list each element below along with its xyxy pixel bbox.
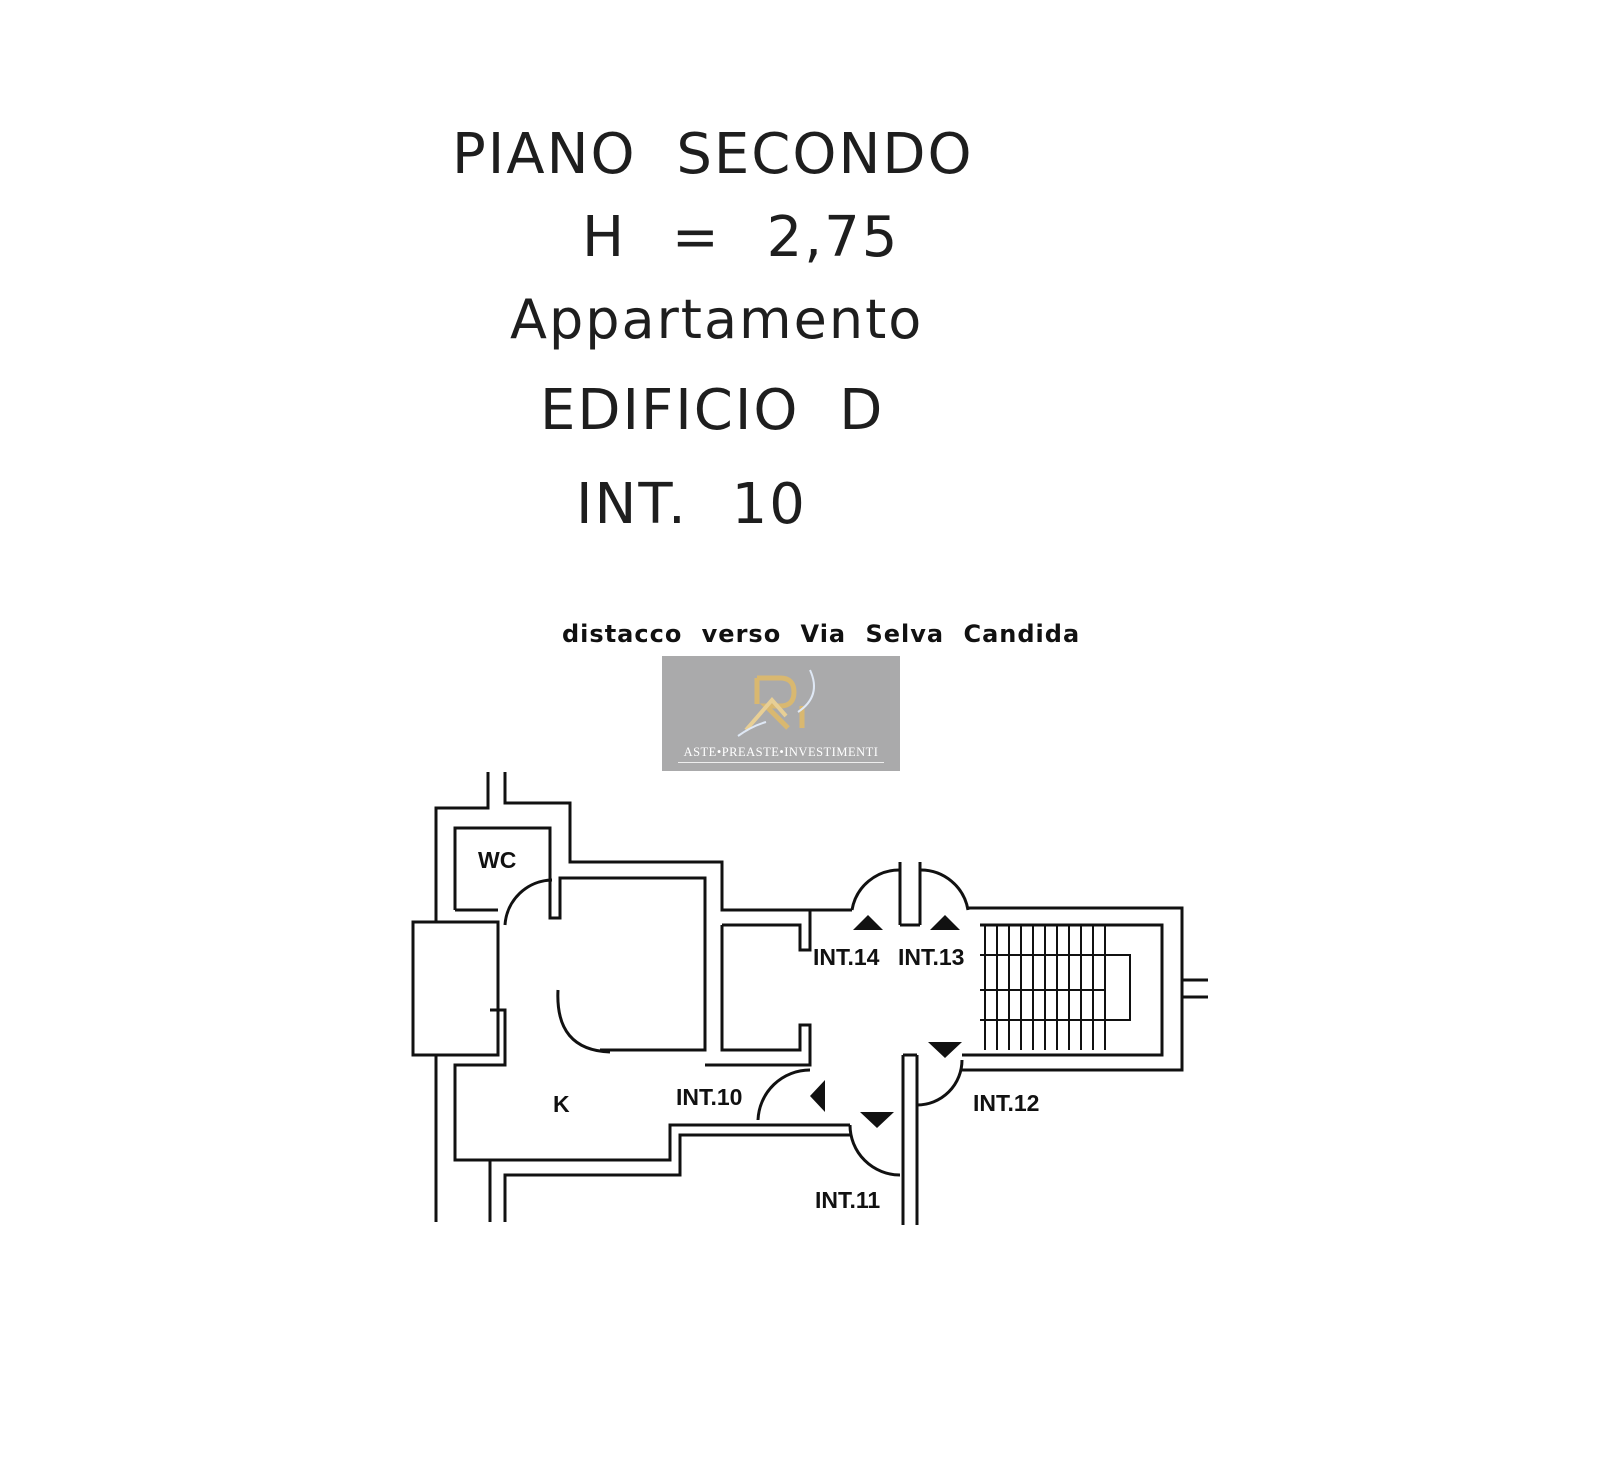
arrow-down-icon (928, 1042, 962, 1058)
door-int14: INT.14 (813, 944, 880, 970)
door-int13: INT.13 (898, 944, 964, 970)
room-kitchen: K (553, 1091, 570, 1117)
arrow-up-icon (930, 915, 960, 930)
watermark-text: ASTE•PREASTE•INVESTIMENTI (683, 745, 879, 759)
interior-number: INT. 10 (576, 472, 807, 537)
room-wc: WC (478, 847, 516, 873)
door-swings (503, 868, 970, 1177)
entry-arrows (810, 915, 962, 1128)
door-int12: INT.12 (973, 1090, 1039, 1116)
door-int10: INT.10 (676, 1084, 742, 1110)
door-int11: INT.11 (815, 1187, 880, 1213)
arrow-left-icon (810, 1080, 825, 1112)
walls (411, 772, 1208, 1225)
orientation-note: distacco verso Via Selva Candida (562, 620, 1081, 648)
arrow-down-icon (860, 1112, 894, 1128)
watermark-divider (678, 762, 884, 763)
watermark-logo-icon (737, 669, 815, 737)
arrow-up-icon (853, 915, 883, 930)
watermark: ASTE•PREASTE•INVESTIMENTI (662, 656, 900, 771)
unit-type: Appartamento (510, 288, 924, 351)
ceiling-height: H = 2,75 (582, 205, 900, 270)
stair (980, 925, 1131, 1050)
floor-title: PIANO SECONDO (452, 122, 974, 187)
building-label: EDIFICIO D (540, 378, 885, 443)
